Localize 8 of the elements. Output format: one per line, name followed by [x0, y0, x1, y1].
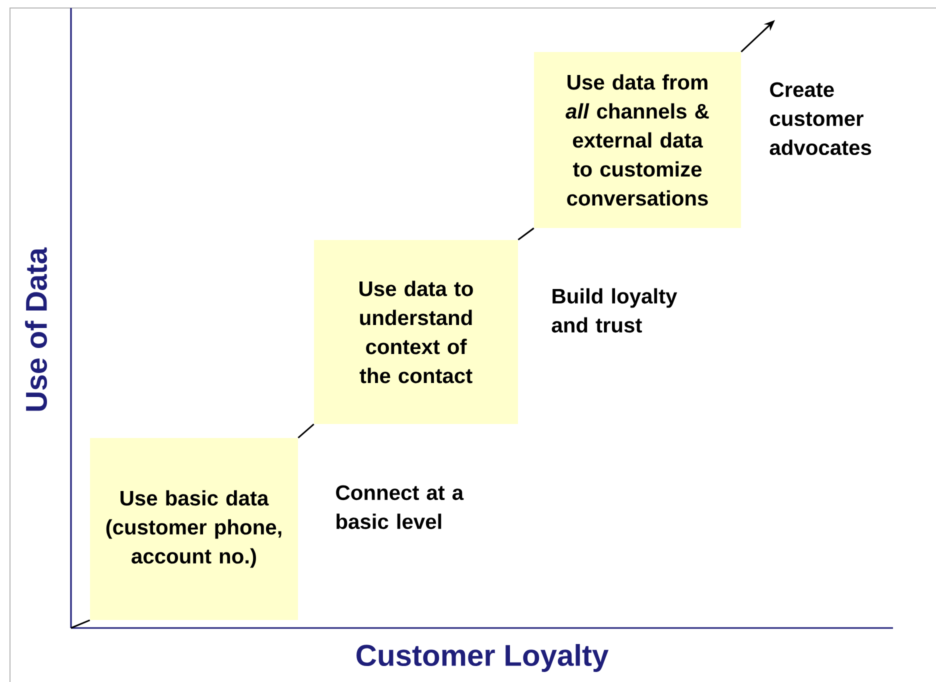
- step-box: Use basic data (customer phone, account no.): [90, 438, 298, 620]
- side-text: Build loyalty and trust: [552, 288, 678, 333]
- side-text: Connect at a basic level: [336, 485, 464, 530]
- step-box: Use data from all channels & external data to customize conversations: [534, 52, 742, 228]
- side-text: Create customer advocates: [770, 82, 872, 156]
- axis-title: Use of Data: [24, 247, 48, 411]
- step-box: Use data to understand context of the contact: [314, 240, 518, 424]
- axis-title: Customer Loyalty: [356, 644, 609, 672]
